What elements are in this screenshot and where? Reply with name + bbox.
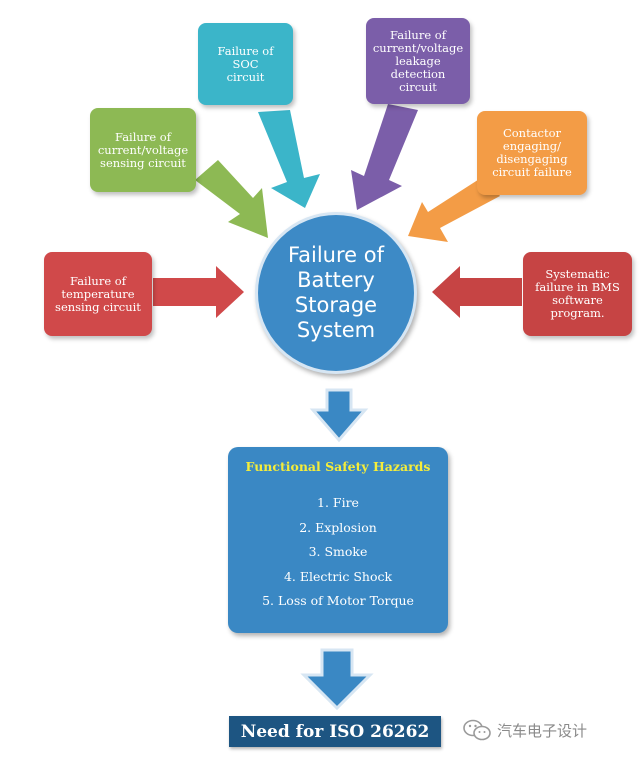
leakage-arrow: [351, 104, 418, 210]
wechat-icon: [463, 719, 491, 741]
hazard-item: 3. Smoke: [308, 544, 368, 559]
cause-leakage-detection: Failure of current/voltage leakage detec…: [366, 18, 470, 104]
hazard-item: 1. Fire: [317, 495, 359, 510]
cause-bms-label: Systematic failure in BMS software progr…: [535, 267, 620, 320]
down-arrow-iso: [300, 648, 374, 711]
cause-temperature-label: Failure of temperature sensing circuit: [55, 273, 141, 314]
iso-conclusion-banner: Need for ISO 26262: [229, 716, 441, 747]
cause-sensing-label: Failure of current/voltage sensing circu…: [97, 129, 189, 170]
cause-current-voltage-sensing: Failure of current/voltage sensing circu…: [90, 108, 196, 192]
cause-soc-label: Failure of SOC circuit: [217, 43, 274, 84]
down-arrow-hazards: [309, 388, 369, 443]
cause-contactor-circuit: Contactor engaging/ disengaging circuit …: [477, 111, 587, 195]
hazard-item: 5. Loss of Motor Torque: [262, 593, 414, 608]
contactor-arrow: [408, 176, 500, 242]
battery-failure-circle: Failure of Battery Storage System: [255, 212, 417, 374]
cause-leakage-label: Failure of current/voltage leakage detec…: [372, 27, 464, 94]
bms-arrow: [432, 266, 522, 318]
watermark: 汽车电子设计: [462, 718, 587, 742]
cause-contactor-label: Contactor engaging/ disengaging circuit …: [492, 126, 572, 179]
hazards-box: Functional Safety Hazards 1. Fire 2. Exp…: [228, 447, 448, 633]
cause-soc-circuit: Failure of SOC circuit: [198, 23, 293, 105]
temperature-arrow: [153, 266, 244, 318]
cause-temperature-sensing: Failure of temperature sensing circuit: [44, 252, 152, 336]
hazard-item: 4. Electric Shock: [283, 568, 393, 584]
cause-bms-software: Systematic failure in BMS software progr…: [523, 252, 632, 336]
iso-label: Need for ISO 26262: [240, 721, 430, 742]
soc-arrow: [258, 110, 320, 208]
hazards-list: 1. Fire 2. Explosion 3. Smoke 4. Electri…: [228, 491, 448, 614]
center-label: Failure of Battery Storage System: [287, 243, 384, 342]
watermark-text: 汽车电子设计: [497, 721, 588, 740]
hazard-item: 2. Explosion: [299, 519, 377, 535]
sensing-arrow: [195, 160, 268, 238]
hazards-title: Functional Safety Hazards: [245, 459, 431, 474]
